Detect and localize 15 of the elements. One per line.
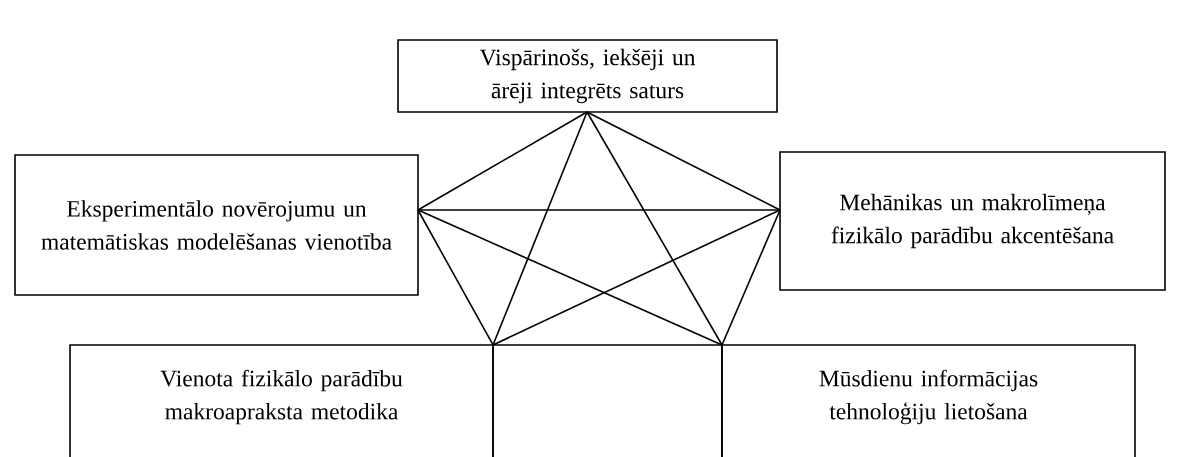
connector-line — [417, 209, 723, 346]
connector-line — [417, 111, 588, 211]
text-box: Vispārinošs, iekšēji un ārēji integrēts saturs — [397, 39, 778, 113]
connector-line — [721, 209, 781, 346]
connector-line — [586, 111, 723, 346]
connector-line — [492, 209, 781, 346]
connector-line — [417, 209, 494, 346]
connector-line — [492, 111, 588, 346]
connector-line — [586, 111, 781, 211]
text-box: Vienota fizikālo parādību makroapraksta metodika — [69, 344, 494, 457]
empty-box — [492, 344, 723, 457]
text-box: Mehānikas un makrolīmeņa fizikālo parādību akcentēšana — [779, 151, 1166, 291]
text-box: Eksperimentālo novērojumu un matemātiskas modelēšanas vienotība — [14, 154, 419, 296]
text-box: Mūsdienu informācijas tehnoloģiju lietošana — [721, 344, 1136, 457]
connector-line — [417, 209, 781, 211]
